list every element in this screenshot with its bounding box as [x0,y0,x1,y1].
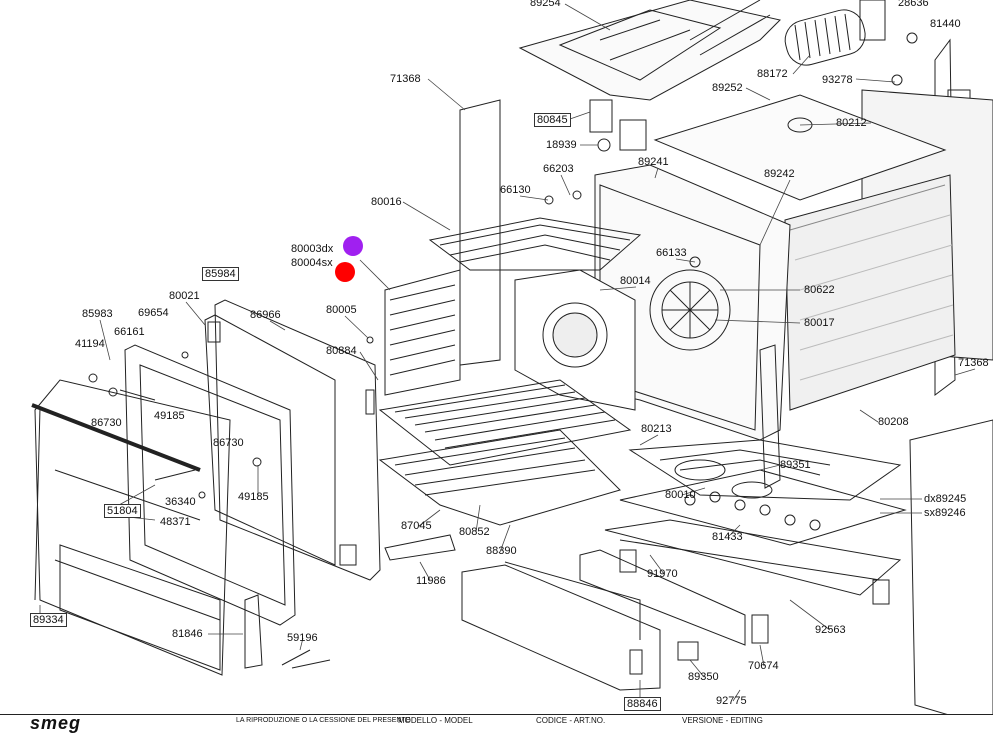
part-label-92563: 92563 [815,624,846,636]
part-label-dx89245: dx89245 [924,493,967,505]
part-label-51804: 51804 [104,504,141,518]
grill-element [428,217,642,271]
top-vent-assembly [518,0,918,101]
part-label-86730b: 86730 [213,437,244,449]
right-side-wall [784,38,993,411]
part-label-86730a: 86730 [91,417,122,429]
part-label-49185a: 49185 [154,410,185,422]
model-label: MODELLO - MODEL [398,716,473,725]
part-label-59196: 59196 [287,632,318,644]
part-label-71368a: 71368 [390,73,421,85]
code-label: CODICE - ART.NO. [536,716,606,725]
door-outer-glass [31,379,231,676]
part-label-66161: 66161 [114,326,145,338]
copyright-text: LA RIPRODUZIONE O LA CESSIONE DEL PRESEN… [236,717,411,724]
part-label-85983: 85983 [82,308,113,320]
part-label-49185b: 49185 [238,491,269,503]
purple-marker[interactable] [343,236,363,256]
part-label-85984: 85984 [202,267,239,281]
part-label-91970: 91970 [647,568,678,580]
oven-shelves [378,379,632,526]
part-label-41194: 41194 [75,338,105,350]
door-middle-glass [204,314,336,566]
right-outer-panel [909,419,993,728]
part-label-89252: 89252 [712,82,743,94]
part-label-80021: 80021 [169,290,200,302]
door-inner-glass [214,299,381,581]
part-label-80852: 80852 [459,526,490,538]
part-label-89351: 89351 [780,459,811,471]
part-label-48371: 48371 [160,516,191,528]
part-label-88172: 88172 [757,68,788,80]
bottom-element [619,439,907,546]
part-label-86966: 86966 [250,309,281,321]
part-label-89242: 89242 [764,168,795,180]
part-label-71368b: 71368 [958,357,989,369]
part-label-80213: 80213 [641,423,672,435]
part-label-81440: 81440 [930,18,961,30]
part-label-81433: 81433 [712,531,743,543]
part-label-66130: 66130 [500,184,531,196]
door-hinges [244,344,781,669]
part-label-28636: 28636 [898,0,929,9]
part-label-89334: 89334 [30,613,67,627]
part-label-80004sx: 80004sx [291,257,333,269]
part-label-80016: 80016 [371,196,402,208]
part-label-92775: 92775 [716,695,747,707]
part-label-93278: 93278 [822,74,853,86]
part-label-81846: 81846 [172,628,203,640]
part-label-80884: 80884 [326,345,357,357]
part-label-sx89246: sx89246 [924,507,966,519]
door-inner-frame [124,344,296,626]
part-label-36340: 36340 [165,496,196,508]
part-label-70674: 70674 [748,660,779,672]
part-label-80845: 80845 [534,113,571,127]
version-label: VERSIONE - EDITING [682,716,763,725]
part-label-80212: 80212 [836,117,867,129]
hardware [34,321,375,601]
part-label-11986: 11986 [416,575,446,587]
part-label-80017: 80017 [804,317,835,329]
part-label-69654: 69654 [138,307,169,319]
part-label-89254: 89254 [530,0,561,9]
base-frame [604,519,902,644]
part-label-80005: 80005 [326,304,357,316]
part-label-89350: 89350 [688,671,719,683]
part-label-80208: 80208 [878,416,909,428]
part-label-18939: 18939 [546,139,577,151]
brand-logo: smeg [30,713,82,733]
fan-cover-plate [514,269,636,411]
red-marker[interactable] [335,262,355,282]
part-label-66203: 66203 [543,163,574,175]
part-label-80014: 80014 [620,275,651,287]
part-label-80622: 80622 [804,284,835,296]
part-label-89241: 89241 [638,156,669,168]
part-label-87045: 87045 [401,520,432,532]
part-label-80003dx: 80003dx [291,243,334,255]
drawer-panels [384,534,746,691]
side-racks [384,269,461,396]
part-label-88846: 88846 [624,697,661,711]
part-label-66133: 66133 [656,247,687,259]
part-label-80010: 80010 [665,489,696,501]
title-block: smeg LA RIPRODUZIONE O LA CESSIONE DEL P… [0,713,993,733]
part-label-88390: 88390 [486,545,517,557]
